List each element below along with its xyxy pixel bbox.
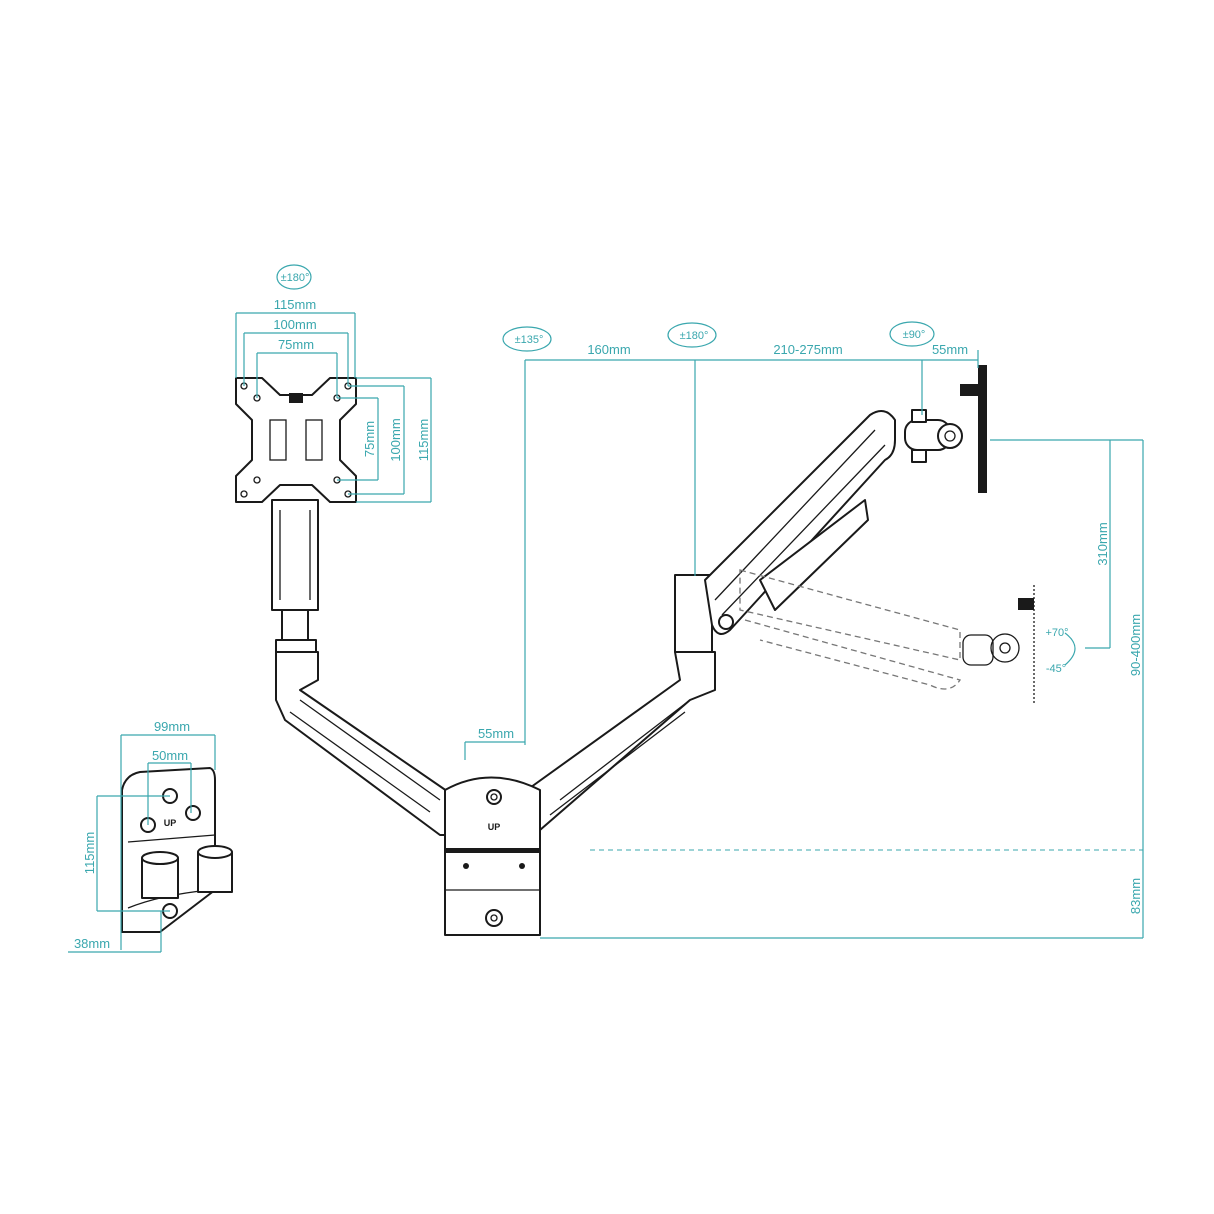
bracket-height-label: 115mm [82, 832, 97, 874]
vesa-rotation-label: ±180° [281, 272, 310, 284]
elbow-rotation-label: ±180° [680, 330, 709, 342]
left-vesa-plate [235, 377, 357, 503]
right-arm [519, 410, 896, 831]
tilted-arm-ghost [739, 569, 1035, 705]
bracket-hole-spacing-label: 50mm [152, 748, 188, 763]
tilt-down-label: -45° [1046, 663, 1066, 675]
total-height-label: 90-400mm [1128, 614, 1143, 676]
bracket-width-label: 99mm [154, 719, 190, 734]
head-swivel-label: ±90° [903, 329, 926, 341]
base-height-label: 83mm [1128, 878, 1143, 914]
arm-base: UP [444, 776, 541, 936]
base-up-label: UP [488, 822, 501, 832]
vesa-width-75-label: 75mm [278, 337, 314, 352]
vesa-dimensions: ±180° 115mm 100mm 75mm 75mm 100mm 115mm [235, 264, 432, 503]
tilt-up-label: +70° [1045, 627, 1068, 639]
head-depth-label: 55mm [932, 342, 968, 357]
vesa-width-115-label: 115mm [274, 297, 316, 312]
bracket-up-label: UP [164, 818, 177, 828]
upper-arm-length-label: 210-275mm [773, 342, 842, 357]
arm-dimensions: ±135° ±180° ±90° 160mm 210-275mm 55mm 55… [464, 321, 1144, 939]
monitor-head [904, 365, 987, 493]
vesa-width-100-label: 100mm [273, 317, 316, 332]
bracket-depth-label: 38mm [74, 936, 110, 951]
base-rotation-label: ±135° [515, 334, 544, 346]
vesa-height-115-label: 115mm [416, 419, 431, 461]
bracket-dimensions: 99mm 50mm 115mm 38mm [68, 719, 216, 953]
vesa-height-100-label: 100mm [388, 418, 403, 461]
wall-bracket: UP [121, 767, 233, 933]
left-arm [271, 499, 461, 836]
height-travel-label: 310mm [1095, 522, 1110, 565]
tilt-arrow-icon [1064, 632, 1076, 666]
base-offset-label: 55mm [478, 726, 514, 741]
rotate-icon [276, 264, 312, 290]
lower-arm-length-label: 160mm [587, 342, 630, 357]
vesa-height-75-label: 75mm [362, 421, 377, 457]
